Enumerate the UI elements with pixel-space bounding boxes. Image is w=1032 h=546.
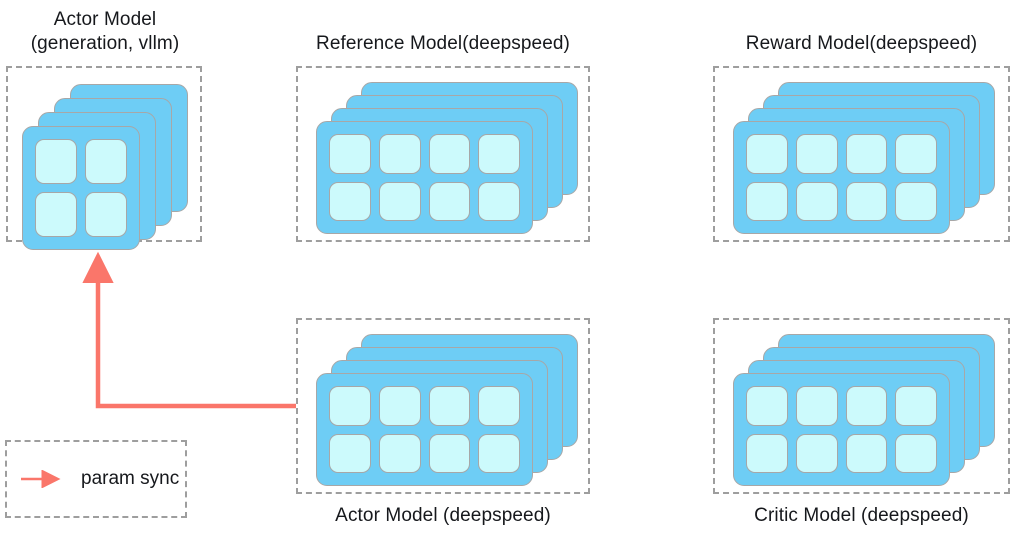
param-sync-arrow-icon — [21, 470, 61, 488]
group-actor-vllm — [6, 66, 204, 250]
card-cell — [746, 181, 788, 221]
card-cell — [378, 433, 421, 473]
card-stack-reward — [715, 68, 1012, 244]
group-critic — [713, 318, 1010, 494]
card-cell — [329, 181, 371, 221]
card-cell — [428, 433, 471, 473]
group-reference — [296, 66, 590, 242]
card-cell — [795, 134, 838, 174]
card-cell — [478, 433, 520, 473]
card-stack-actor-deepspeed — [298, 320, 592, 496]
card-cell — [428, 386, 471, 426]
card-cell — [795, 433, 838, 473]
legend-box: param sync — [5, 440, 187, 518]
card-cell — [746, 134, 788, 174]
card-stack-reference — [298, 68, 592, 244]
card-front-reward — [733, 121, 950, 234]
card-cell — [895, 134, 937, 174]
card-cell — [478, 134, 520, 174]
card-cell — [746, 433, 788, 473]
card-cell — [85, 192, 127, 237]
param-sync-arrow — [82, 251, 296, 409]
card-stack-actor-vllm — [8, 68, 204, 250]
group-caption-actor-deepspeed: Actor Model (deepspeed) — [335, 505, 551, 526]
card-cell — [478, 386, 520, 426]
card-front-critic — [733, 373, 950, 486]
card-cell — [895, 386, 937, 426]
card-front-actor-deepspeed — [316, 373, 533, 486]
card-stack-critic — [715, 320, 1012, 496]
card-front-actor-vllm — [22, 126, 140, 250]
card-cell — [378, 181, 421, 221]
card-cell — [795, 181, 838, 221]
card-cell — [845, 386, 888, 426]
card-cell — [845, 433, 888, 473]
card-cell — [329, 386, 371, 426]
card-cell — [329, 134, 371, 174]
group-caption-critic: Critic Model (deepspeed) — [754, 505, 969, 526]
group-reward — [713, 66, 1010, 242]
card-cell — [795, 386, 838, 426]
card-cell — [35, 192, 77, 237]
legend-label: param sync — [81, 468, 180, 489]
card-cell — [428, 134, 471, 174]
card-cell — [845, 134, 888, 174]
card-cell — [378, 386, 421, 426]
card-cell — [85, 139, 127, 184]
card-cell — [378, 134, 421, 174]
card-cell — [845, 181, 888, 221]
group-caption-actor-vllm: Actor Model (generation, vllm) — [30, 9, 180, 54]
group-caption-reference: Reference Model(deepspeed) — [316, 33, 570, 54]
card-cell — [895, 181, 937, 221]
group-actor-deepspeed — [296, 318, 590, 494]
group-caption-reward: Reward Model(deepspeed) — [745, 33, 978, 54]
card-cell — [746, 386, 788, 426]
card-cell — [35, 139, 77, 184]
card-front-reference — [316, 121, 533, 234]
card-cell — [478, 181, 520, 221]
card-cell — [329, 433, 371, 473]
card-cell — [895, 433, 937, 473]
card-cell — [428, 181, 471, 221]
